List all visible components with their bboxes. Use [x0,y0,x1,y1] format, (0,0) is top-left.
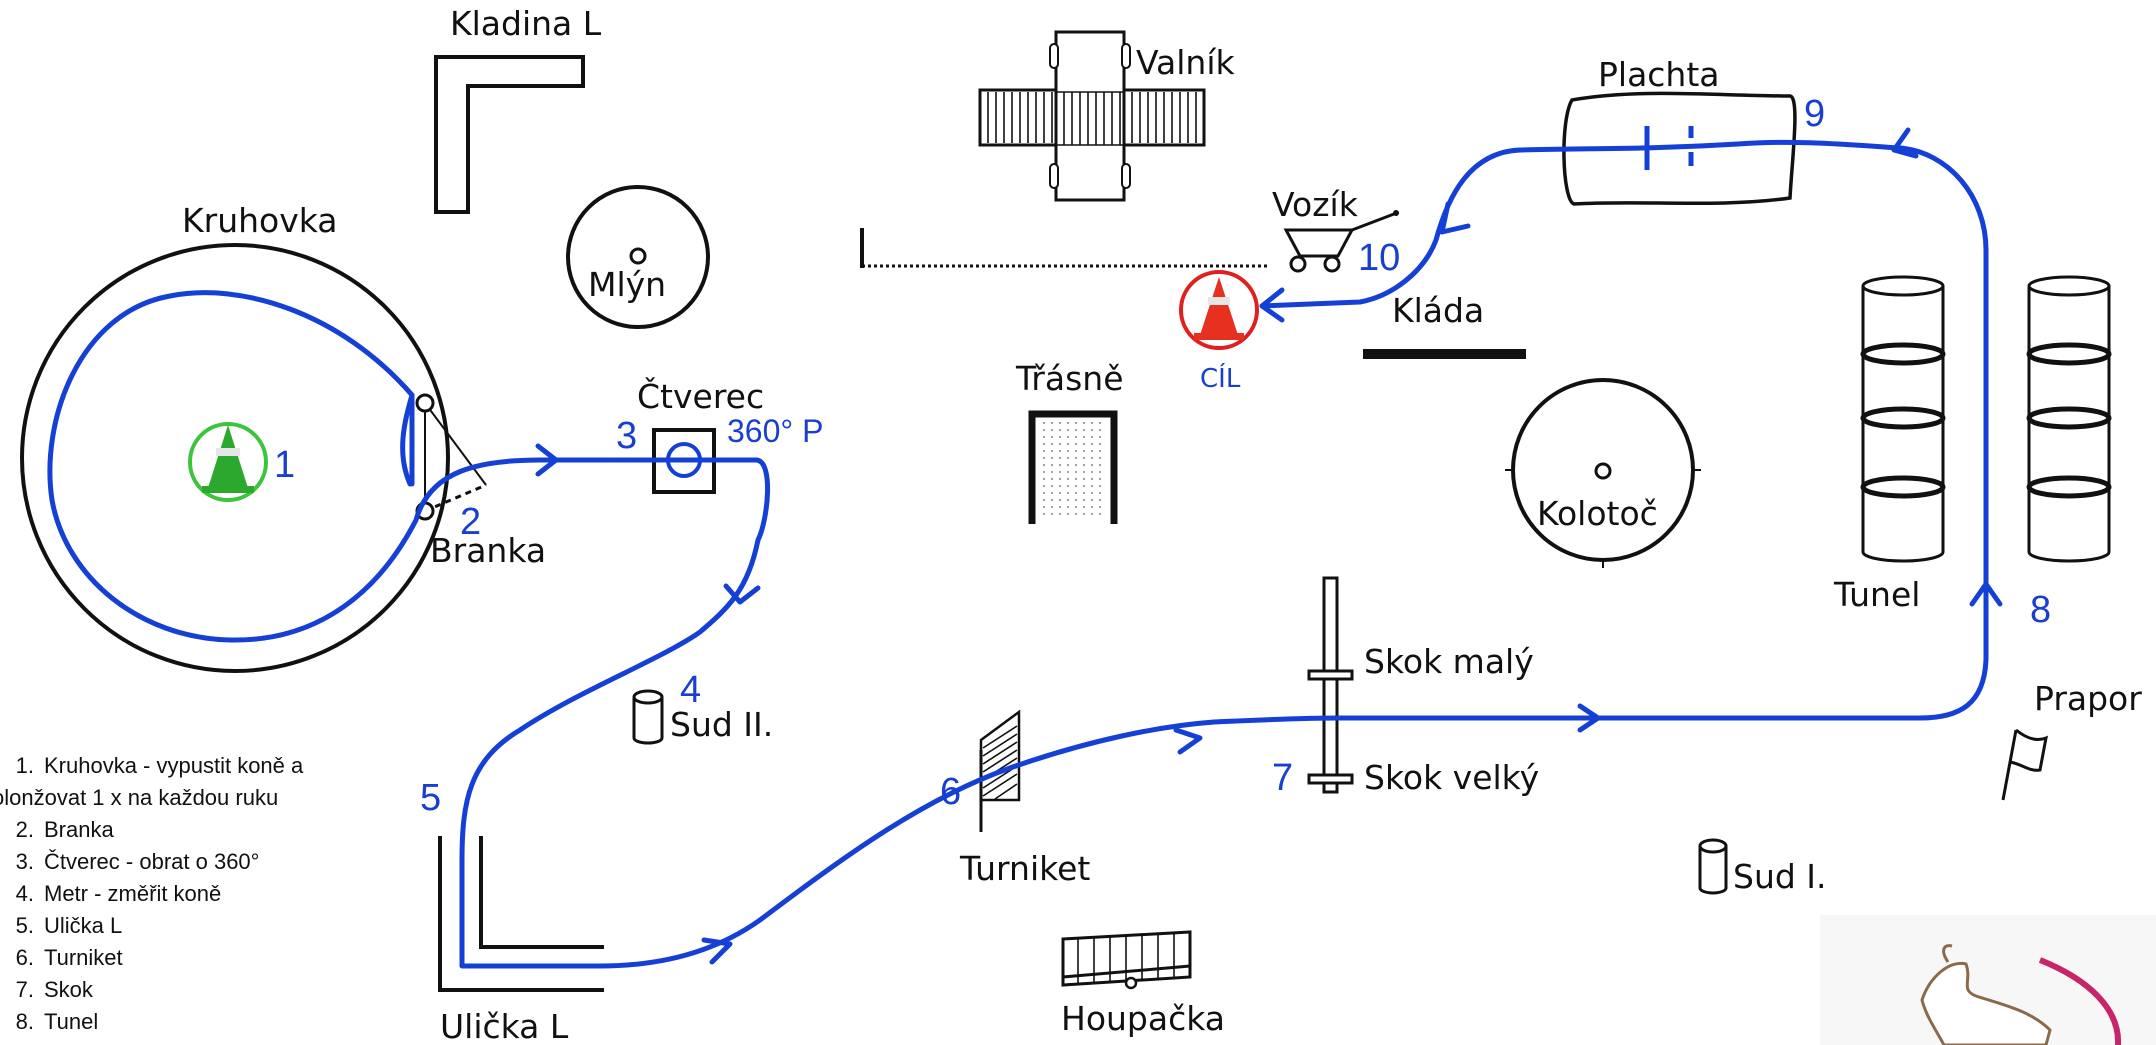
houpacka-seesaw-icon [1061,930,1192,990]
legend-item: 1.Kruhovka - vypustit koně a [15,753,304,778]
trasne-frame [1028,410,1118,524]
route-number-9: 9 [1804,93,1825,135]
skok-jump-icon [1307,576,1354,794]
plachta-markers [1644,126,1694,170]
route-path [47,139,1989,969]
legend-item: 4.Metr - změřit koně [15,881,222,906]
route-number-10: 10 [1358,237,1400,279]
finish-cone-icon [1179,270,1259,350]
route-arrows [535,127,2003,965]
cil-label: CÍL [1200,362,1241,394]
arrow-left-icon [1259,287,1285,323]
branka-gate-icon [415,393,487,521]
mlyn-center [629,247,647,265]
kruhovka-label: Kruhovka [182,201,338,240]
vozik-cart-icon [1283,210,1399,273]
mlyn-label: Mlýn [588,265,666,304]
klada-label: Kláda [1392,291,1484,330]
trasne-label: Třásně [1015,359,1124,398]
arrow-right-icon [701,937,733,965]
route-number-7: 7 [1272,757,1293,799]
skok-maly-label: Skok malý [1364,642,1534,681]
ulicka-l-outer [438,836,604,992]
arrow-left-icon [1891,127,1919,159]
route-number-8: 8 [2030,589,2051,631]
prapor-flag-icon [2001,728,2048,801]
legend-item: 6.Turniket [15,945,123,970]
sud1-label: Sud I. [1733,857,1827,896]
arrow-down-left-icon [1439,201,1471,235]
route-number-4: 4 [680,669,701,711]
klada-log [1363,349,1526,359]
route-number-2: 2 [460,501,481,543]
route-number-5: 5 [420,777,441,819]
trasne-fringe [1043,422,1101,518]
route-number-3: 3 [616,415,637,457]
kolotoc-center [1594,462,1612,480]
branka-label: Branka [430,531,546,570]
sud2-label: Sud II. [670,705,773,744]
sud1-barrel-icon [1698,838,1728,895]
legend-item: 3.Čtverec - obrat o 360° [15,849,260,874]
plachta-tarp [1562,91,1797,206]
kruhovka-outer-ring [20,243,450,673]
route-number-1: 1 [274,444,295,486]
legend-list: 1.Kruhovka - vypustit koně a olonžovat 1… [0,750,360,1038]
ulicka-l-inner [479,836,604,949]
deg360-label: 360° P [727,413,823,449]
valnik-wagon-icon [978,30,1206,202]
houpacka-label: Houpačka [1061,999,1225,1038]
logo-horse-icon [1820,915,2156,1045]
turniket-label: Turniket [959,849,1090,888]
kladina-l-label: Kladina L [450,4,602,43]
legend-item: olonžovat 1 x na každou ruku [0,785,279,810]
plachta-label: Plachta [1598,55,1720,94]
arrow-right-icon [1173,727,1203,755]
prapor-label: Prapor [2034,679,2142,718]
ulicka-l-label: Ulička L [440,1007,569,1045]
tunel-barrels-right [2026,275,2112,563]
legend-item: 7.Skok [15,977,93,1002]
tunel-barrels-left [1860,275,1946,563]
kladina-l-shape [434,55,585,214]
skok-velky-label: Skok velký [1364,758,1539,797]
tunel-label: Tunel [1833,575,1920,614]
legend-item: 5.Ulička L [15,913,123,938]
arrow-right-icon [1577,703,1601,733]
legend-item: 2.Branka [15,817,114,842]
arrow-right-icon [535,443,559,477]
start-cone-icon [188,422,268,502]
rope-line [860,228,1268,268]
valnik-label: Valník [1136,43,1235,82]
kolotoc-ticks [1505,469,1701,568]
ctverec-label: Čtverec [637,376,764,416]
kolotoc-label: Kolotoč [1537,494,1658,533]
legend-item: 8.Tunel [15,1009,99,1034]
mlyn-circle [566,185,710,329]
arrow-down-icon [723,583,761,605]
arrow-up-icon [1969,581,2003,607]
vozik-label: Vozík [1272,185,1359,224]
sud2-barrel-icon [632,689,664,745]
